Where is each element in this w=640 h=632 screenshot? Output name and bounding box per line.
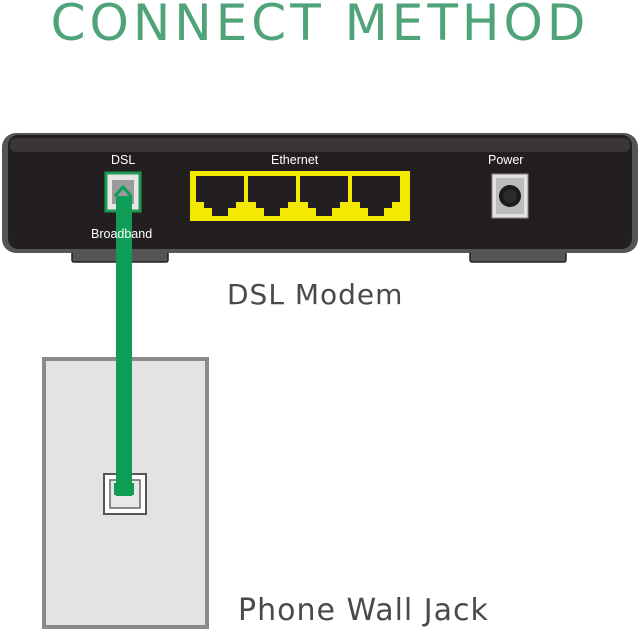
modem-label: DSL Modem — [227, 278, 404, 311]
power-jack — [491, 173, 529, 219]
power-port-label: Power — [488, 153, 524, 167]
page-title: CONNECT METHOD — [50, 0, 590, 52]
ethernet-port-2 — [248, 176, 296, 216]
wall-jack-label: Phone Wall Jack — [238, 593, 489, 628]
ethernet-port-label: Ethernet — [271, 153, 319, 167]
dsl-port-label: DSL — [111, 153, 136, 167]
ethernet-port-block — [190, 171, 410, 221]
phone-cable — [113, 184, 134, 496]
broadband-port-label: Broadband — [91, 227, 153, 241]
ethernet-port-4 — [352, 176, 400, 216]
ethernet-port-1 — [196, 176, 244, 216]
ethernet-port-3 — [300, 176, 348, 216]
